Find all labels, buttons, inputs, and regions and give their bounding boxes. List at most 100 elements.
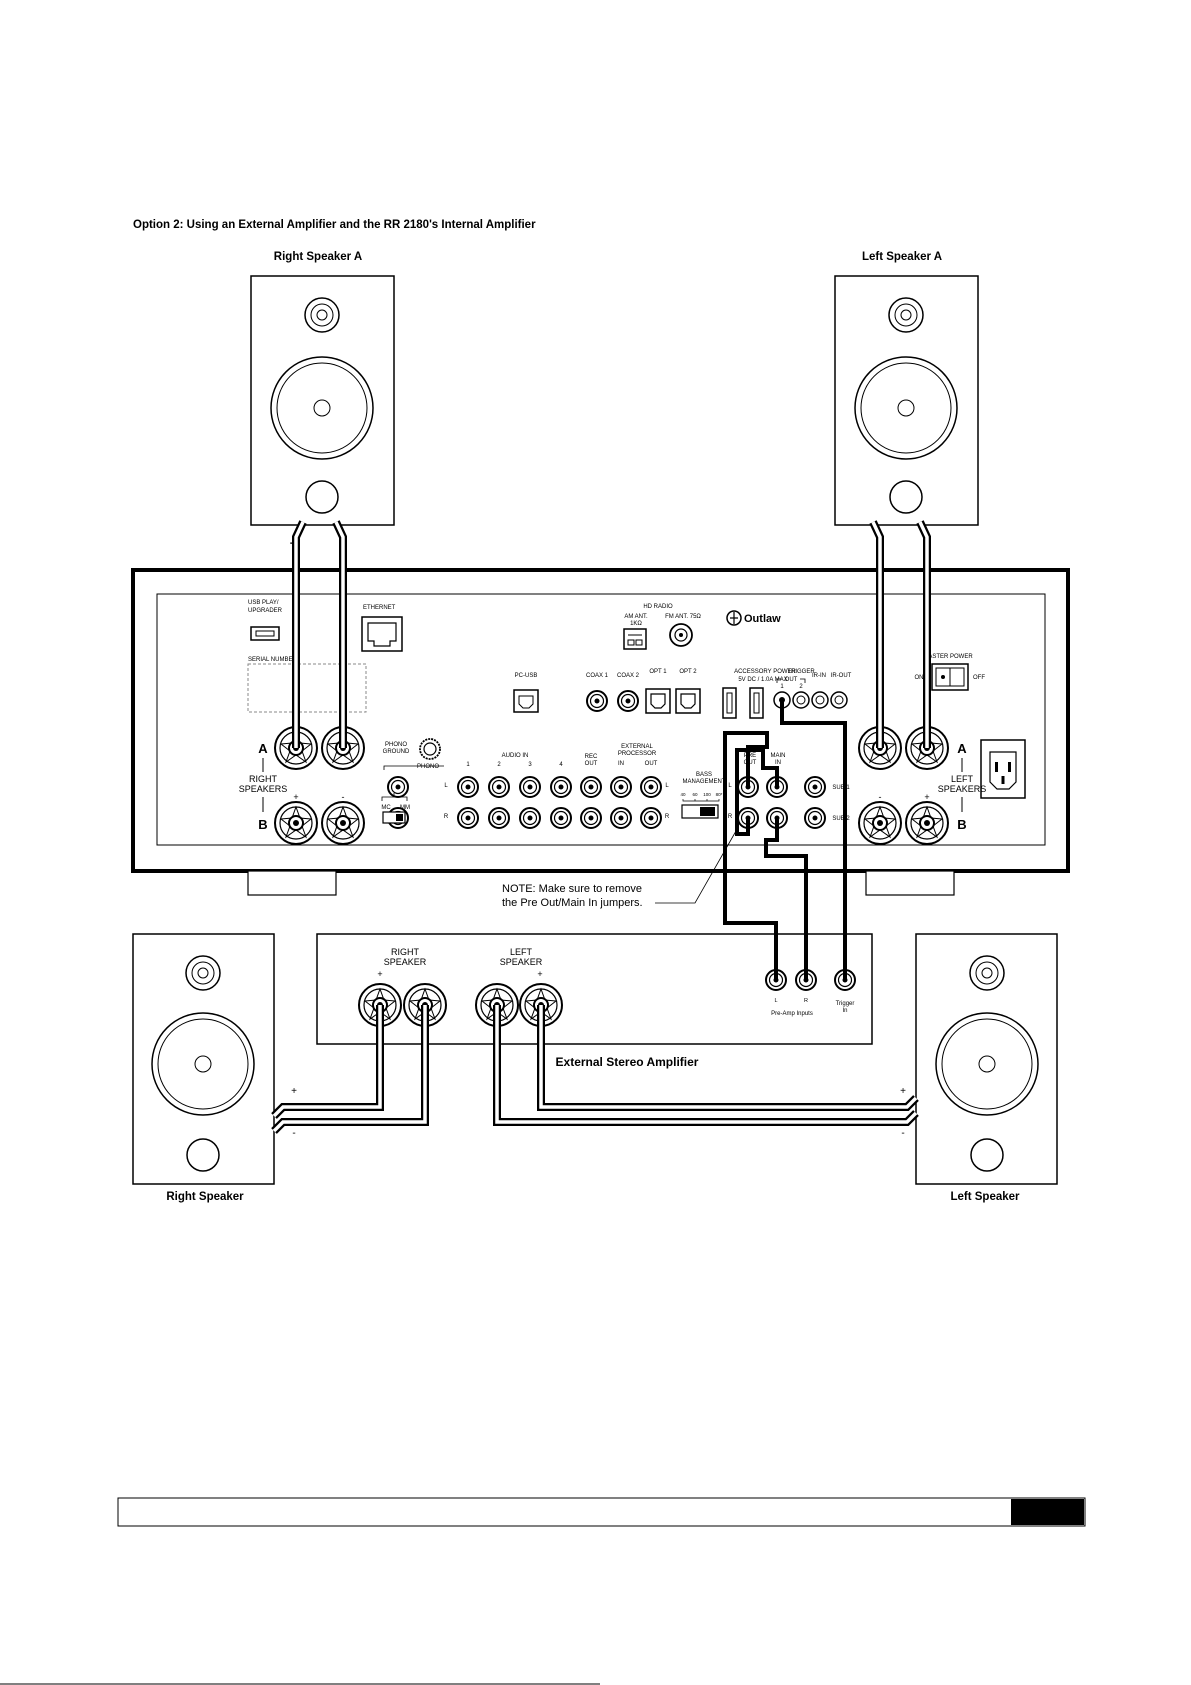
outlaw-logo: Outlaw xyxy=(726,610,781,626)
power-off-label: OFF xyxy=(973,675,985,681)
trigger-cable xyxy=(780,700,847,980)
left-b-plus-terminal xyxy=(905,801,949,845)
signal-cables xyxy=(723,700,847,980)
right-speaker-cabinet xyxy=(132,933,275,1185)
tweeter-icon xyxy=(304,297,340,333)
right-a-letter: A xyxy=(258,741,268,756)
ir-in-jack-icon xyxy=(811,691,829,709)
amp-in-l-label: L xyxy=(774,998,777,1004)
left-speaker-cabinet xyxy=(915,933,1058,1185)
phono-label: PHONO xyxy=(417,764,439,770)
bass-management-label-1: BASS xyxy=(696,772,712,778)
coax2-label: COAX 2 xyxy=(617,673,640,679)
audio-in-4-l-jack-icon xyxy=(550,776,572,798)
accessory-power-label: ACCESSORY POWER xyxy=(734,669,796,675)
right-speaker: Right Speaker + - xyxy=(132,933,297,1203)
left-a-letter: A xyxy=(957,741,967,756)
right-b-plus-label: + xyxy=(293,792,298,802)
ext-in-r-jack-icon xyxy=(610,807,632,829)
phono-l-jack-icon xyxy=(387,776,409,798)
pre-out-label-2: OUT xyxy=(744,760,757,766)
trigger-1-label: 1 xyxy=(780,684,784,690)
am-antenna-label: AM ANT. xyxy=(624,614,648,620)
mm-label: MM xyxy=(400,805,410,811)
usb-play-label: USB PLAY/ xyxy=(248,600,279,606)
audio-r-label: R xyxy=(444,814,449,820)
coax1-jack-icon xyxy=(586,690,608,712)
woofer-icon xyxy=(935,1012,1039,1116)
accessory-power-spec: 5V DC / 1.0A MAX xyxy=(738,677,787,683)
serial-number-label: SERIAL NUMBER: xyxy=(248,657,299,663)
audio-in-4-label: 4 xyxy=(559,762,563,768)
amp-right-speaker-label-2: SPEAKER xyxy=(384,957,427,967)
tweeter-icon xyxy=(888,297,924,333)
preamp-inputs-label: Pre-Amp Inputs xyxy=(771,1011,813,1017)
left-speaker-plus-label: + xyxy=(900,1086,906,1097)
right-b-minus-terminal xyxy=(321,801,365,845)
audio-in-2-r-jack-icon xyxy=(488,807,510,829)
mc-label: MC xyxy=(381,805,391,811)
main-in-label-1: MAIN xyxy=(771,753,786,759)
fm-antenna-label: FM ANT. 75Ω xyxy=(665,614,701,620)
opt1-label: OPT 1 xyxy=(649,669,667,675)
woofer-icon xyxy=(151,1012,255,1116)
note-leader-line xyxy=(655,830,737,904)
pre-out-l-cable xyxy=(723,731,778,980)
right-speaker-label: Right Speaker xyxy=(166,1191,244,1203)
sub1-jack-icon xyxy=(804,776,826,798)
receiver-foot-right xyxy=(865,870,955,896)
audio-in-label: AUDIO IN xyxy=(502,753,529,759)
woofer-icon xyxy=(270,356,374,460)
ext-r-label: R xyxy=(665,814,670,820)
trigger-in-label-2: In xyxy=(842,1008,847,1014)
pre-out-r-to-main-in-cable xyxy=(735,748,779,836)
main-in-label-2: IN xyxy=(775,760,781,766)
port-icon xyxy=(889,480,923,514)
audio-in-3-l-jack-icon xyxy=(519,776,541,798)
pc-usb-label: PC-USB xyxy=(515,673,538,679)
audio-in-4-r-jack-icon xyxy=(550,807,572,829)
am-antenna-terminal-icon xyxy=(623,628,647,650)
page-footer xyxy=(117,1497,1086,1527)
trigger-in-label-1: Trigger xyxy=(836,1001,855,1007)
right-speakers-label-2: SPEAKERS xyxy=(239,784,288,794)
audio-in-1-r-jack-icon xyxy=(457,807,479,829)
audio-in-3-label: 3 xyxy=(528,762,532,768)
accessory-usb-1-icon xyxy=(722,687,737,719)
sub1-label: SUB 1 xyxy=(832,785,850,791)
phono-ground-screw-icon xyxy=(419,738,441,760)
ext-in-l-jack-icon xyxy=(610,776,632,798)
amp-right-plus-label: + xyxy=(377,969,382,979)
right-b-minus-label: - xyxy=(342,792,345,802)
ext-out-label: OUT xyxy=(645,761,658,767)
right-speaker-minus-label: - xyxy=(292,1128,295,1139)
note-line-2: the Pre Out/Main In jumpers. xyxy=(502,897,643,909)
pc-usb-port-icon xyxy=(513,689,539,713)
rec-out-label-1: REC xyxy=(585,754,598,760)
left-b-plus-label: + xyxy=(924,792,929,802)
coax1-label: COAX 1 xyxy=(586,673,609,679)
ext-processor-label-2: PROCESSOR xyxy=(618,751,657,757)
trigger-out-label: OUT xyxy=(785,677,798,683)
rec-out-l-jack-icon xyxy=(580,776,602,798)
right-speaker-a-label: Right Speaker A xyxy=(274,251,362,263)
receiver-rear-panel: USB PLAY/ UPGRADER SERIAL NUMBER: ETHERN… xyxy=(131,568,1070,896)
left-speakers-label-2: SPEAKERS xyxy=(938,784,987,794)
rec-out-r-jack-icon xyxy=(580,807,602,829)
mc-mm-switch-icon xyxy=(382,811,406,824)
right-speaker-a: Right Speaker A + - xyxy=(250,251,395,550)
left-speaker: Left Speaker + - xyxy=(900,933,1058,1203)
jumper-note: NOTE: Make sure to remove the Pre Out/Ma… xyxy=(502,830,737,909)
audio-in-1-label: 1 xyxy=(466,762,470,768)
audio-in-1-l-jack-icon xyxy=(457,776,479,798)
amplifier-title: External Stereo Amplifier xyxy=(556,1055,699,1069)
bass-freq-60: 60 xyxy=(692,792,698,797)
opt2-label: OPT 2 xyxy=(679,669,697,675)
ir-out-label: IR-OUT xyxy=(831,673,852,679)
ext-in-label: IN xyxy=(618,761,624,767)
ir-out-jack-icon xyxy=(830,691,848,709)
left-speaker-a-label: Left Speaker A xyxy=(862,251,942,263)
upgrader-label: UPGRADER xyxy=(248,608,283,614)
port-icon xyxy=(970,1138,1004,1172)
